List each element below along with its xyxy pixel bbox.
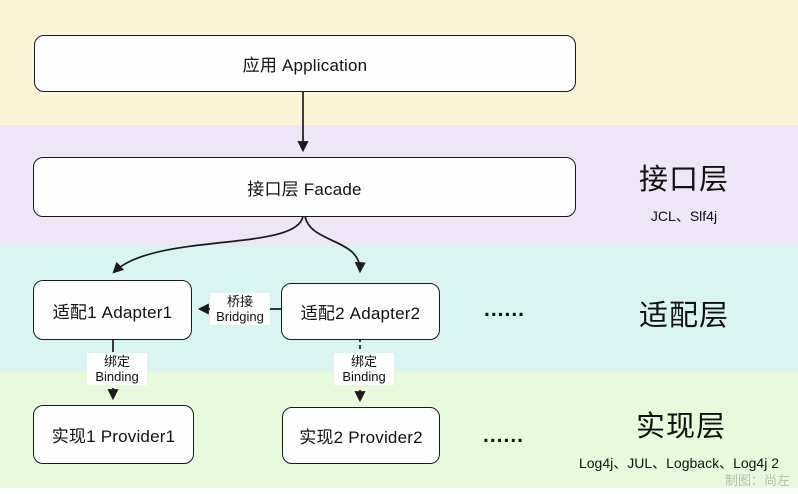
adapter-ellipsis: ...... (484, 298, 526, 321)
node-provider2: 实现2 Provider2 (282, 407, 440, 464)
node-application-label: 应用 Application (242, 56, 368, 75)
binding2-label-zh: 绑定 (350, 354, 377, 369)
binding2-edge-label: 绑定 Binding (334, 353, 394, 385)
watermark-credit: 制图：尚左 (724, 473, 790, 488)
provider-layer-title: 实现层 (635, 411, 726, 443)
node-application: 应用 Application (34, 35, 576, 92)
node-provider2-label: 实现2 Provider2 (299, 428, 423, 447)
provider-ellipsis: ...... (483, 424, 525, 447)
adapter-layer-title: 适配层 (638, 300, 729, 332)
bridging-edge-label: 桥接 Bridging (210, 293, 270, 325)
bridging-label-en: Bridging (216, 309, 264, 324)
node-facade: 接口层 Facade (33, 157, 576, 217)
node-provider1-label: 实现1 Provider1 (51, 427, 176, 446)
provider-layer-subtitle: Log4j、JUL、Logback、Log4j 2 (578, 455, 779, 471)
node-adapter2-label: 适配2 Adapter2 (300, 304, 421, 323)
binding2-label-en: Binding (342, 369, 386, 384)
facade-layer-title: 接口层 (638, 164, 729, 196)
band-bottom-strip (0, 488, 798, 494)
node-adapter2: 适配2 Adapter2 (281, 283, 440, 340)
node-adapter1: 适配1 Adapter1 (33, 280, 192, 340)
node-provider1: 实现1 Provider1 (33, 405, 194, 464)
binding1-label-en: Binding (95, 369, 139, 384)
binding1-edge-label: 绑定 Binding (87, 353, 147, 385)
bridging-label-zh: 桥接 (226, 294, 253, 309)
binding1-label-zh: 绑定 (103, 354, 130, 369)
node-facade-label: 接口层 Facade (247, 179, 362, 199)
node-adapter1-label: 适配1 Adapter1 (52, 302, 173, 322)
facade-layer-subtitle: JCL、Slf4j (650, 208, 718, 224)
